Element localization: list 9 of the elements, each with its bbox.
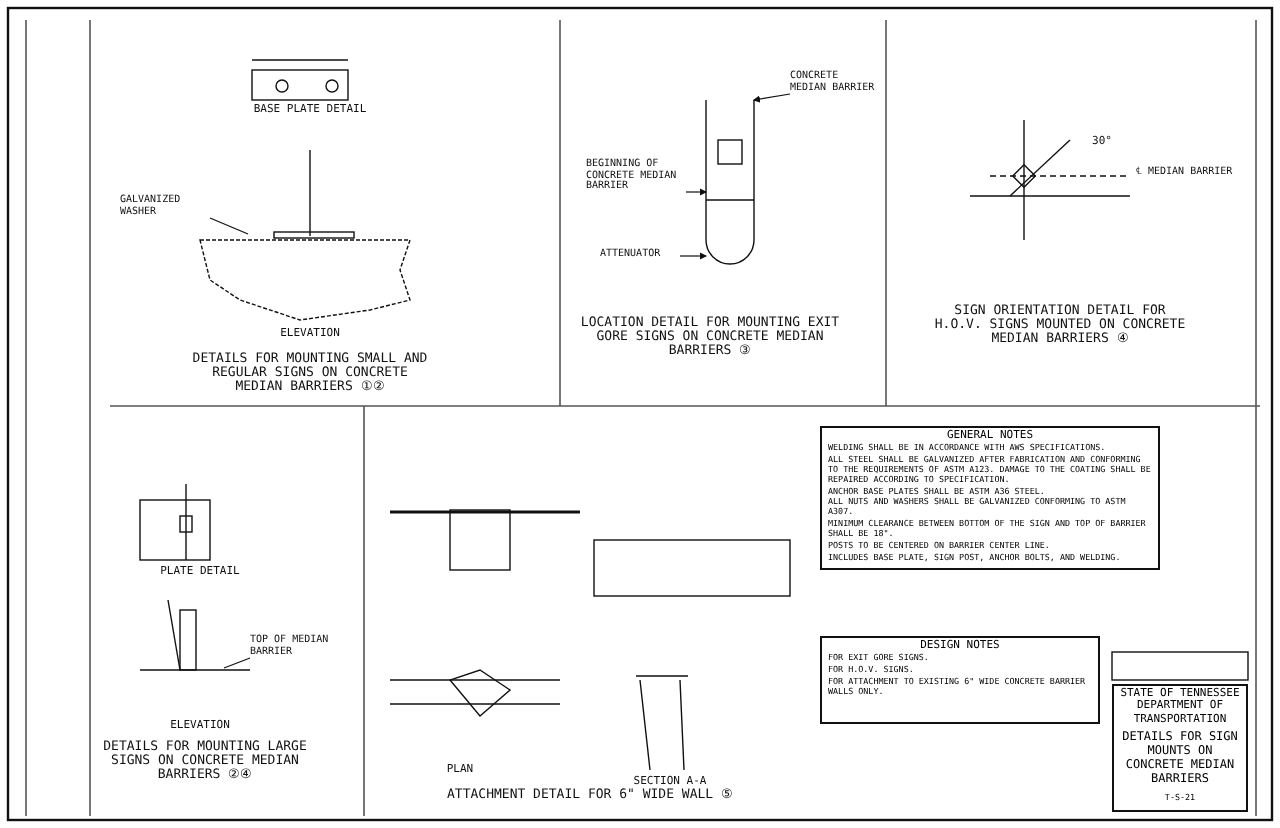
- leader-line: [685, 188, 708, 196]
- leader-line: [752, 93, 791, 103]
- median-barrier-location-drawing: [705, 99, 755, 265]
- title-block: [1112, 684, 1248, 812]
- leader-line: [223, 657, 251, 669]
- leader-line: [209, 217, 249, 235]
- notes-panel: [820, 426, 1160, 570]
- notes-panel: [820, 636, 1100, 724]
- leader-line: [679, 252, 708, 260]
